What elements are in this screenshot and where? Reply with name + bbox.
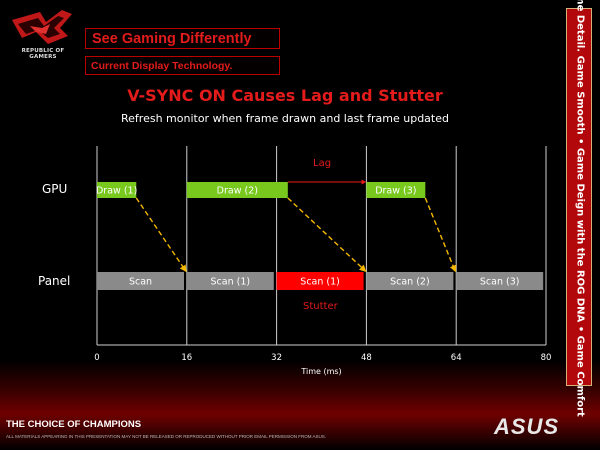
frame-arrow (135, 197, 187, 273)
panel-scan-bar (276, 272, 364, 290)
gpu-draw-bar (366, 182, 426, 198)
panel-scan-label: Scan (3) (480, 277, 520, 288)
bottom-band (0, 360, 600, 450)
tagline-text: See Gaming Differently (92, 31, 252, 47)
tick-label: 0 (94, 353, 99, 363)
panel-row-label: Panel (38, 274, 71, 288)
tick-label: 48 (361, 353, 372, 363)
slide-subtitle: Refresh monitor when frame drawn and las… (121, 112, 449, 125)
rog-logo-text: REPUBLIC OF GAMERS (21, 48, 65, 60)
gpu-draw-label: Draw (3) (375, 186, 416, 197)
tick-label: 16 (181, 353, 192, 363)
gpu-draw-label: Draw (2) (217, 186, 258, 197)
panel-scan-label: Scan (1) (211, 277, 251, 288)
panel-scan-bar (186, 272, 274, 290)
panel-scan-bar (456, 272, 544, 290)
tagline-sub-text: Current Display Technology. (91, 60, 233, 72)
tick-label: 64 (451, 353, 462, 363)
gpu-draw-label: Draw (1) (96, 186, 137, 197)
slide-title: V-SYNC ON Causes Lag and Stutter (127, 86, 443, 105)
panel-scan-label: Scan (129, 277, 152, 288)
asus-logo: ASUS (494, 414, 560, 439)
side-banner-text: Game Detail. Game Smooth • Game Deign wi… (574, 0, 586, 417)
panel-scan-label: Scan (1) (300, 277, 340, 288)
tagline-sub-box: Current Display Technology. (85, 56, 280, 75)
footer-slogan: THE CHOICE OF CHAMPIONS (6, 419, 142, 430)
gpu-draw-bar (186, 182, 288, 198)
side-banner: Game Detail. Game Smooth • Game Deign wi… (566, 0, 592, 417)
stutter-label: Stutter (303, 301, 338, 312)
axis-label: Time (ms) (300, 367, 341, 376)
panel-scan-bar (366, 272, 454, 290)
frame-arrow (287, 197, 367, 272)
tick-label: 80 (541, 353, 552, 363)
panel-scan-label: Scan (2) (390, 277, 430, 288)
rog-logo-icon (12, 10, 72, 44)
gpu-row-label: GPU (42, 182, 68, 196)
tick-label: 32 (271, 353, 282, 363)
gpu-draw-bar (97, 182, 137, 198)
frame-arrow (424, 197, 457, 273)
footer-disclaimer: ALL MATERIALS APPEARING IN THIS PRESENTA… (6, 434, 327, 439)
panel-scan-bar (97, 272, 184, 290)
lag-label: Lag (313, 158, 332, 169)
tagline-box: See Gaming Differently (85, 28, 280, 49)
